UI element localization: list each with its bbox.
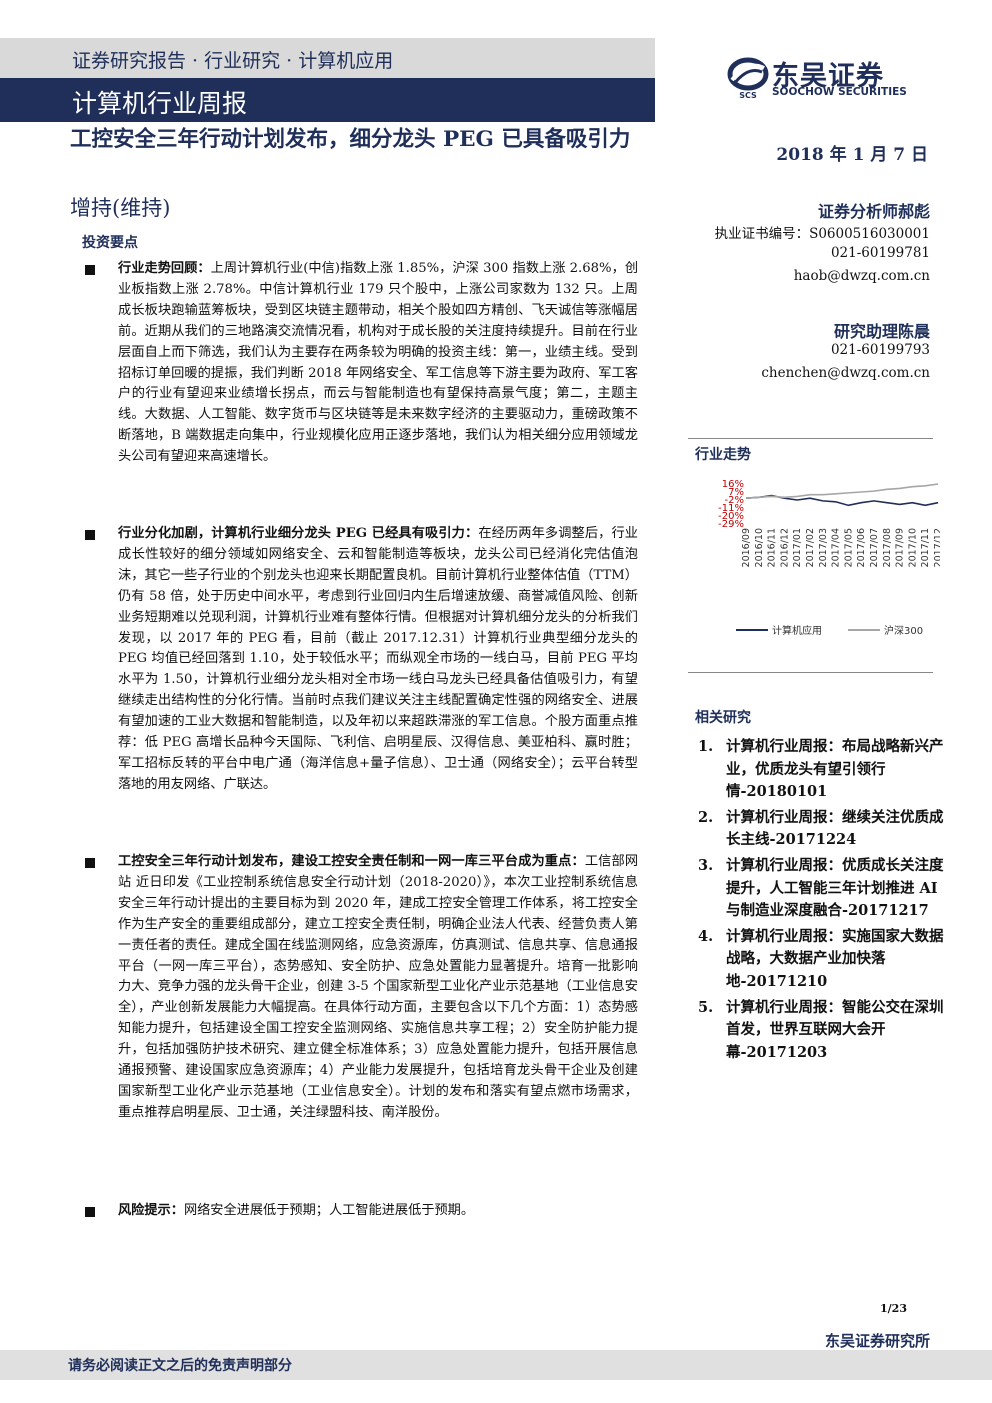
x-tick-label: 2017/12 (933, 528, 940, 567)
series-line (745, 483, 939, 500)
x-tick-label: 2017/05 (843, 528, 854, 567)
x-tick-label: 2017/03 (818, 528, 829, 567)
point-head: 行业分化加剧，计算机行业细分龙头 PEG 已经具有吸引力： (118, 526, 479, 541)
footer-disclaimer: 请务必阅读正文之后的免责声明部分 (68, 1358, 292, 1374)
y-tick-label: 7% (728, 487, 744, 498)
related-report-title: 计算机行业周报：继续关注优质成长主线-20171224 (726, 808, 944, 849)
x-tick-label: 2017/11 (920, 528, 931, 567)
point-risk: 风险提示：网络安全进展低于预期；人工智能进展低于预期。 (118, 1201, 638, 1222)
point-head: 工控安全三年行动计划发布，建设工控安全责任制和一网一库三平台成为重点： (118, 854, 585, 869)
related-research-title: 相关研究 (695, 710, 751, 726)
footer-institute: 东吴证券研究所 (824, 1332, 930, 1350)
header-breadcrumb-bar: 证券研究报告 · 行业研究 · 计算机应用 (0, 38, 655, 78)
assistant-phone: 021-60199793 (830, 342, 930, 358)
point-ics-security-plan: 工控安全三年行动计划发布，建设工控安全责任制和一网一库三平台成为重点：工信部网站… (118, 852, 638, 1124)
related-report-title: 计算机行业周报：实施国家大数据战略，大数据产业加快落地-20171210 (726, 927, 944, 990)
x-tick-label: 2017/08 (882, 528, 893, 567)
report-rating: 增持(维持) (70, 196, 171, 220)
header-breadcrumb: 证券研究报告 · 行业研究 · 计算机应用 (72, 50, 394, 72)
point-body: 网络安全进展低于预期；人工智能进展低于预期。 (183, 1203, 475, 1218)
trend-separator (688, 438, 933, 439)
x-tick-label: 2017/07 (869, 528, 880, 567)
assistant-analyst: 研究助理陈晨 (833, 322, 930, 341)
related-report-title: 计算机行业周报：布局战略新兴产业，优质龙头有望引领行情-20180101 (726, 738, 944, 801)
related-report-item[interactable]: 2. 计算机行业周报：继续关注优质成长主线-20171224 (698, 807, 948, 852)
y-tick-label: -20% (718, 511, 744, 522)
x-tick-label: 2017/09 (895, 528, 906, 567)
header-series-bar: 计算机行业周报 (0, 78, 655, 122)
lead-analyst-email[interactable]: haob@dwzq.com.cn (793, 268, 930, 284)
related-report-number: 4. (698, 927, 714, 945)
related-report-item[interactable]: 4. 计算机行业周报：实施国家大数据战略，大数据产业加快落地-20171210 (698, 926, 948, 994)
page-number: 1/23 (880, 1302, 907, 1315)
report-title: 工控安全三年行动计划发布，细分龙头 PEG 已具备吸引力 (70, 127, 631, 152)
bullet-icon (85, 858, 95, 868)
point-body: 上周计算机行业(中信)指数上涨 1.85%，沪深 300 指数上涨 2.68%，… (118, 261, 639, 465)
bullet-icon (85, 530, 95, 540)
chart-bottom-separator (688, 672, 933, 673)
x-tick-label: 2017/06 (856, 528, 867, 567)
point-head: 行业走势回顾： (118, 261, 211, 276)
bullet-icon (85, 1207, 95, 1217)
related-research-list: 1. 计算机行业周报：布局战略新兴产业，优质龙头有望引领行情-20180101 2.… (698, 736, 948, 1067)
lead-analyst: 证券分析师郝彪 (817, 202, 930, 221)
y-tick-label: 16% (722, 479, 744, 490)
related-report-title: 计算机行业周报：优质成长关注度提升，人工智能三年计划推进 AI 与制造业深度融合… (726, 856, 944, 920)
x-tick-label: 2016/09 (741, 528, 752, 567)
point-head: 风险提示： (118, 1203, 184, 1218)
footer-disclaimer-bar: 请务必阅读正文之后的免责声明部分 (0, 1350, 992, 1380)
x-tick-label: 2016/11 (767, 528, 778, 567)
y-tick-label: -2% (725, 495, 744, 506)
report-series: 计算机行业周报 (72, 89, 248, 118)
related-report-number: 2. (698, 808, 714, 826)
related-report-title: 计算机行业周报：智能公交在深圳首发，世界互联网大会开幕-20171203 (726, 998, 944, 1061)
x-tick-label: 2016/12 (779, 528, 790, 567)
related-report-item[interactable]: 1. 计算机行业周报：布局战略新兴产业，优质龙头有望引领行情-20180101 (698, 736, 948, 804)
point-differentiation: 行业分化加剧，计算机行业细分龙头 PEG 已经具有吸引力：在经历两年多调整后，行… (118, 524, 638, 796)
lead-analyst-phone: 021-60199781 (830, 245, 930, 261)
x-tick-label: 2017/10 (907, 528, 918, 567)
logo-abbr: SCS (739, 91, 757, 100)
x-tick-label: 2017/01 (792, 528, 803, 567)
legend-label: 沪深300 (884, 624, 923, 637)
company-logo-icon: SCS (727, 57, 769, 100)
company-name: 东吴证券 (772, 61, 884, 92)
x-tick-label: 2016/10 (754, 528, 765, 567)
related-report-number: 3. (698, 856, 714, 874)
point-body: 在经历两年多调整后，行业成长性较好的细分领域如网络安全、云和智能制造等板块，龙头… (118, 526, 638, 792)
lead-analyst-cert: 执业证书编号：S0600516030001 (714, 226, 930, 242)
related-report-number: 1. (698, 738, 714, 755)
x-tick-label: 2017/02 (805, 528, 816, 567)
assistant-email[interactable]: chenchen@dwzq.com.cn (761, 365, 930, 381)
trend-section-title: 行业走势 (695, 447, 751, 463)
point-body: 工信部网站 近日印发《工业控制系统信息安全行动计划（2018-2020）》，本次… (118, 854, 639, 1120)
related-report-number: 5. (698, 998, 714, 1016)
report-date: 2018 年 1 月 7 日 (776, 145, 928, 165)
x-tick-label: 2017/04 (831, 528, 842, 567)
y-tick-label: -11% (718, 503, 744, 514)
related-report-item[interactable]: 3. 计算机行业周报：优质成长关注度提升，人工智能三年计划推进 AI 与制造业深度… (698, 855, 948, 923)
company-name-en: SOOCHOW SECURITIES (772, 86, 907, 98)
point-industry-review: 行业走势回顾：上周计算机行业(中信)指数上涨 1.85%，沪深 300 指数上涨… (118, 259, 638, 468)
y-tick-label: -29% (718, 519, 744, 530)
legend-label: 计算机应用 (772, 624, 822, 637)
related-report-item[interactable]: 5. 计算机行业周报：智能公交在深圳首发，世界互联网大会开幕-20171203 (698, 997, 948, 1065)
bullet-icon (85, 265, 95, 275)
investment-points-title: 投资要点 (82, 235, 138, 251)
